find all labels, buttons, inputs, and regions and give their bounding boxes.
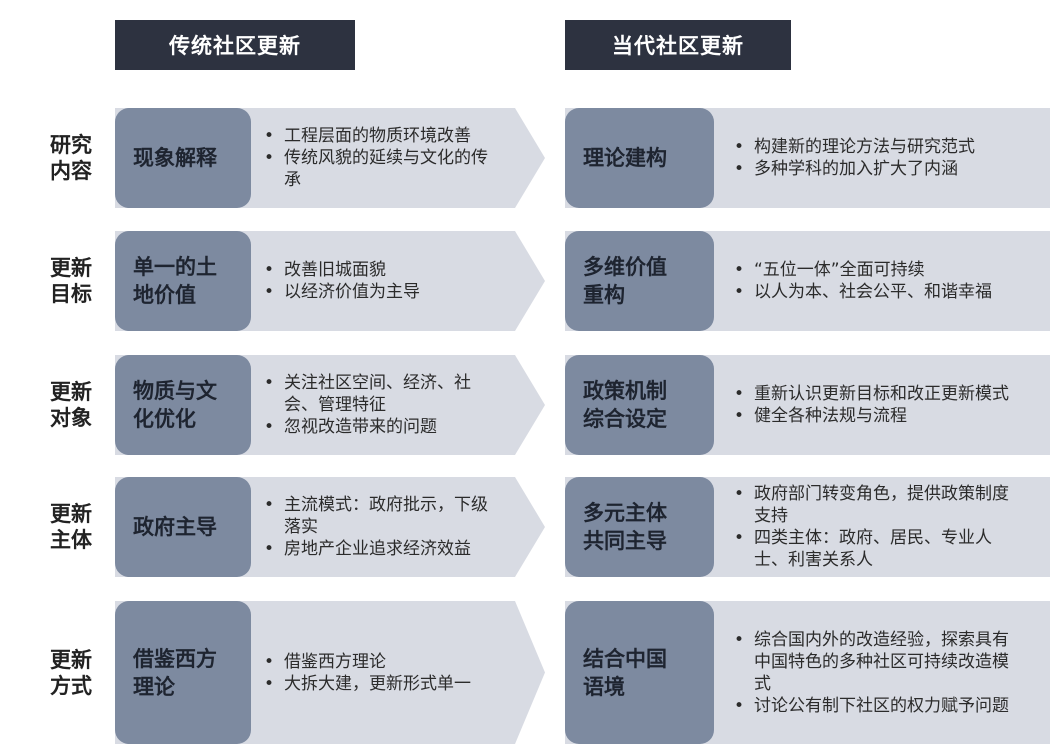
bullet-item: 主流模式：政府批示，下级落实 <box>262 494 502 538</box>
contemporary-key-box: 多维价值 重构 <box>565 231 714 331</box>
traditional-bullet-list: 关注社区空间、经济、社会、管理特征忽视改造带来的问题 <box>262 355 502 455</box>
traditional-key-box: 现象解释 <box>115 108 251 208</box>
row-label: 更新 方式 <box>50 647 92 698</box>
bullet-item: 构建新的理论方法与研究范式 <box>732 136 1017 158</box>
traditional-key-box: 单一的土 地价值 <box>115 231 251 331</box>
bullet-item: 关注社区空间、经济、社会、管理特征 <box>262 372 502 416</box>
bullet-item: “五位一体”全面可持续 <box>732 259 1017 281</box>
traditional-key-box: 政府主导 <box>115 477 251 577</box>
bullet-item: 重新认识更新目标和改正更新模式 <box>732 383 1017 405</box>
bullet-item: 政府部门转变角色，提供政策制度支持 <box>732 483 1017 527</box>
contemporary-bullet-list: 综合国内外的改造经验，探索具有中国特色的多种社区可持续改造模式讨论公有制下社区的… <box>732 601 1017 744</box>
bullet-item: 多种学科的加入扩大了内涵 <box>732 158 1017 180</box>
row-label: 研究 内容 <box>50 133 92 183</box>
bullet-item: 大拆大建，更新形式单一 <box>262 673 502 695</box>
contemporary-bullet-list: “五位一体”全面可持续以人为本、社会公平、和谐幸福 <box>732 231 1017 331</box>
bullet-item: 以经济价值为主导 <box>262 281 502 303</box>
bullet-item: 以人为本、社会公平、和谐幸福 <box>732 281 1017 303</box>
row-label: 更新 主体 <box>50 502 92 552</box>
traditional-bullet-list: 工程层面的物质环境改善传统风貌的延续与文化的传承 <box>262 108 502 208</box>
bullet-item: 健全各种法规与流程 <box>732 405 1017 427</box>
contemporary-key-box: 结合中国 语境 <box>565 601 714 744</box>
bullet-item: 综合国内外的改造经验，探索具有中国特色的多种社区可持续改造模式 <box>732 629 1017 695</box>
header-traditional: 传统社区更新 <box>115 20 355 70</box>
contemporary-bullet-list: 重新认识更新目标和改正更新模式健全各种法规与流程 <box>732 355 1017 455</box>
bullet-item: 传统风貌的延续与文化的传承 <box>262 147 502 191</box>
row-label: 更新 目标 <box>50 256 92 306</box>
bullet-item: 工程层面的物质环境改善 <box>262 125 502 147</box>
bullet-item: 房地产企业追求经济效益 <box>262 538 502 560</box>
comparison-row: 更新 主体政府主导主流模式：政府批示，下级落实房地产企业追求经济效益多元主体 共… <box>0 477 1050 577</box>
header-contemporary: 当代社区更新 <box>565 20 791 70</box>
traditional-bullet-list: 借鉴西方理论大拆大建，更新形式单一 <box>262 601 502 744</box>
traditional-key-box: 物质与文 化优化 <box>115 355 251 455</box>
contemporary-key-box: 理论建构 <box>565 108 714 208</box>
comparison-row: 研究 内容现象解释工程层面的物质环境改善传统风貌的延续与文化的传承理论建构构建新… <box>0 108 1050 208</box>
bullet-item: 四类主体：政府、居民、专业人士、利害关系人 <box>732 527 1017 571</box>
bullet-item: 改善旧城面貌 <box>262 259 502 281</box>
contemporary-bullet-list: 政府部门转变角色，提供政策制度支持四类主体：政府、居民、专业人士、利害关系人 <box>732 477 1017 577</box>
row-label: 更新 对象 <box>50 380 92 430</box>
traditional-bullet-list: 主流模式：政府批示，下级落实房地产企业追求经济效益 <box>262 477 502 577</box>
bullet-item: 讨论公有制下社区的权力赋予问题 <box>732 695 1017 717</box>
bullet-item: 忽视改造带来的问题 <box>262 416 502 438</box>
contemporary-key-box: 多元主体 共同主导 <box>565 477 714 577</box>
traditional-bullet-list: 改善旧城面貌以经济价值为主导 <box>262 231 502 331</box>
contemporary-key-box: 政策机制 综合设定 <box>565 355 714 455</box>
contemporary-bullet-list: 构建新的理论方法与研究范式多种学科的加入扩大了内涵 <box>732 108 1017 208</box>
bullet-item: 借鉴西方理论 <box>262 651 502 673</box>
traditional-key-box: 借鉴西方 理论 <box>115 601 251 744</box>
